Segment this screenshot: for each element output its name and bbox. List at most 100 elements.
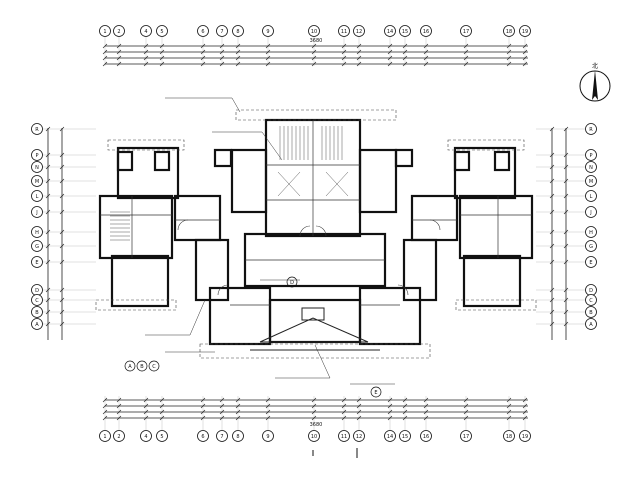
room-tags [124, 276, 382, 398]
svg-text:H: H [589, 230, 593, 236]
svg-text:6: 6 [201, 434, 204, 440]
grid-bubble-right-J: J [585, 206, 597, 218]
grid-bubble-bottom-19: 19 [519, 430, 531, 442]
svg-text:9: 9 [266, 29, 269, 35]
grid-bubble-bottom-9: 9 [262, 430, 274, 442]
grid-bubble-bottom-7: 7 [216, 430, 228, 442]
grid-bubble-top-2: 2 [113, 25, 125, 37]
svg-text:14: 14 [387, 434, 393, 440]
svg-text:E: E [35, 260, 38, 266]
grid-bubble-bottom-8: 8 [232, 430, 244, 442]
grid-bubble-right-E: E [585, 256, 597, 268]
north-label: 北 [592, 62, 598, 70]
grid-bubble-bottom-5: 5 [156, 430, 168, 442]
svg-text:5: 5 [160, 29, 163, 35]
svg-text:8: 8 [236, 434, 239, 440]
grid-bubble-left-D: D [31, 284, 43, 296]
svg-text:G: G [589, 244, 593, 250]
room-tag-b: B [140, 364, 144, 370]
svg-text:J: J [35, 210, 37, 216]
svg-text:C: C [35, 298, 39, 304]
grid-bubble-right-C: C [585, 294, 597, 306]
svg-text:N: N [589, 165, 593, 171]
svg-text:N: N [35, 165, 39, 171]
grid-bubble-bottom-11: 11 [338, 430, 350, 442]
grid-bubble-top-12: 12 [353, 25, 365, 37]
svg-text:P: P [589, 153, 592, 159]
grid-bubble-left-R: R [31, 123, 43, 135]
grid-bubble-bottom-17: 17 [460, 430, 472, 442]
room-tag-c: C [152, 364, 156, 370]
svg-text:10: 10 [311, 434, 317, 440]
svg-text:19: 19 [522, 29, 528, 35]
svg-text:11: 11 [341, 29, 347, 35]
svg-text:5: 5 [160, 434, 163, 440]
grid-bubble-top-7: 7 [216, 25, 228, 37]
svg-text:10: 10 [311, 29, 317, 35]
svg-text:R: R [589, 127, 593, 133]
grid-bubble-top-15: 15 [399, 25, 411, 37]
svg-text:19: 19 [522, 434, 528, 440]
grid-bubble-right-H: H [585, 226, 597, 238]
grid-bubble-left-E: E [31, 256, 43, 268]
grid-bubble-bottom-10: 10 [308, 430, 320, 442]
grid-bubble-right-D: D [585, 284, 597, 296]
grid-bubble-top-4: 4 [140, 25, 152, 37]
grid-bubble-bottom-12: 12 [353, 430, 365, 442]
grid-bubble-left-B: B [31, 306, 43, 318]
svg-text:C: C [589, 298, 593, 304]
grid-bubble-top-17: 17 [460, 25, 472, 37]
grid-bubble-left-H: H [31, 226, 43, 238]
dimension-ticks [45, 43, 569, 421]
grid-bubble-bottom-14: 14 [384, 430, 396, 442]
svg-text:15: 15 [402, 29, 408, 35]
grid-bubble-left-J: J [31, 206, 43, 218]
top-overall-dimension: 3680 [310, 38, 323, 44]
grid-bubble-bottom-4: 4 [140, 430, 152, 442]
grid-bubble-right-P: P [585, 149, 597, 161]
bottom-overall-dimension: 3680 [310, 422, 323, 428]
svg-text:16: 16 [423, 434, 429, 440]
room-tag-a: A [128, 364, 132, 370]
svg-text:4: 4 [144, 29, 147, 35]
svg-text:D: D [589, 288, 593, 294]
grid-bubble-top-14: 14 [384, 25, 396, 37]
svg-text:12: 12 [356, 434, 362, 440]
grid-bubble-right-M: M [585, 175, 597, 187]
grid-bubble-top-5: 5 [156, 25, 168, 37]
grid-bubble-right-N: N [585, 161, 597, 173]
svg-text:2: 2 [117, 434, 120, 440]
svg-text:G: G [35, 244, 39, 250]
svg-text:17: 17 [463, 29, 469, 35]
svg-text:H: H [35, 230, 39, 236]
grid-bubble-top-16: 16 [420, 25, 432, 37]
grid-bubble-left-L: L [31, 190, 43, 202]
svg-text:1: 1 [103, 29, 106, 35]
grid-bubble-top-9: 9 [262, 25, 274, 37]
svg-text:17: 17 [463, 434, 469, 440]
svg-text:B: B [35, 310, 39, 316]
grid-bubble-bottom-6: 6 [197, 430, 209, 442]
svg-text:8: 8 [236, 29, 239, 35]
svg-text:L: L [590, 194, 593, 200]
svg-text:11: 11 [341, 434, 347, 440]
grid-bubble-right-G: G [585, 240, 597, 252]
svg-text:7: 7 [220, 434, 223, 440]
svg-text:A: A [35, 322, 39, 328]
grid-bubble-left-M: M [31, 175, 43, 187]
svg-text:12: 12 [356, 29, 362, 35]
svg-text:2: 2 [117, 29, 120, 35]
grid-bubble-bottom-15: 15 [399, 430, 411, 442]
grid-bubble-left-N: N [31, 161, 43, 173]
svg-text:18: 18 [506, 29, 512, 35]
room-tag-d: D [290, 280, 294, 286]
grid-bubble-left-A: A [31, 318, 43, 330]
svg-text:E: E [589, 260, 592, 266]
svg-text:9: 9 [266, 434, 269, 440]
grid-bubble-left-P: P [31, 149, 43, 161]
